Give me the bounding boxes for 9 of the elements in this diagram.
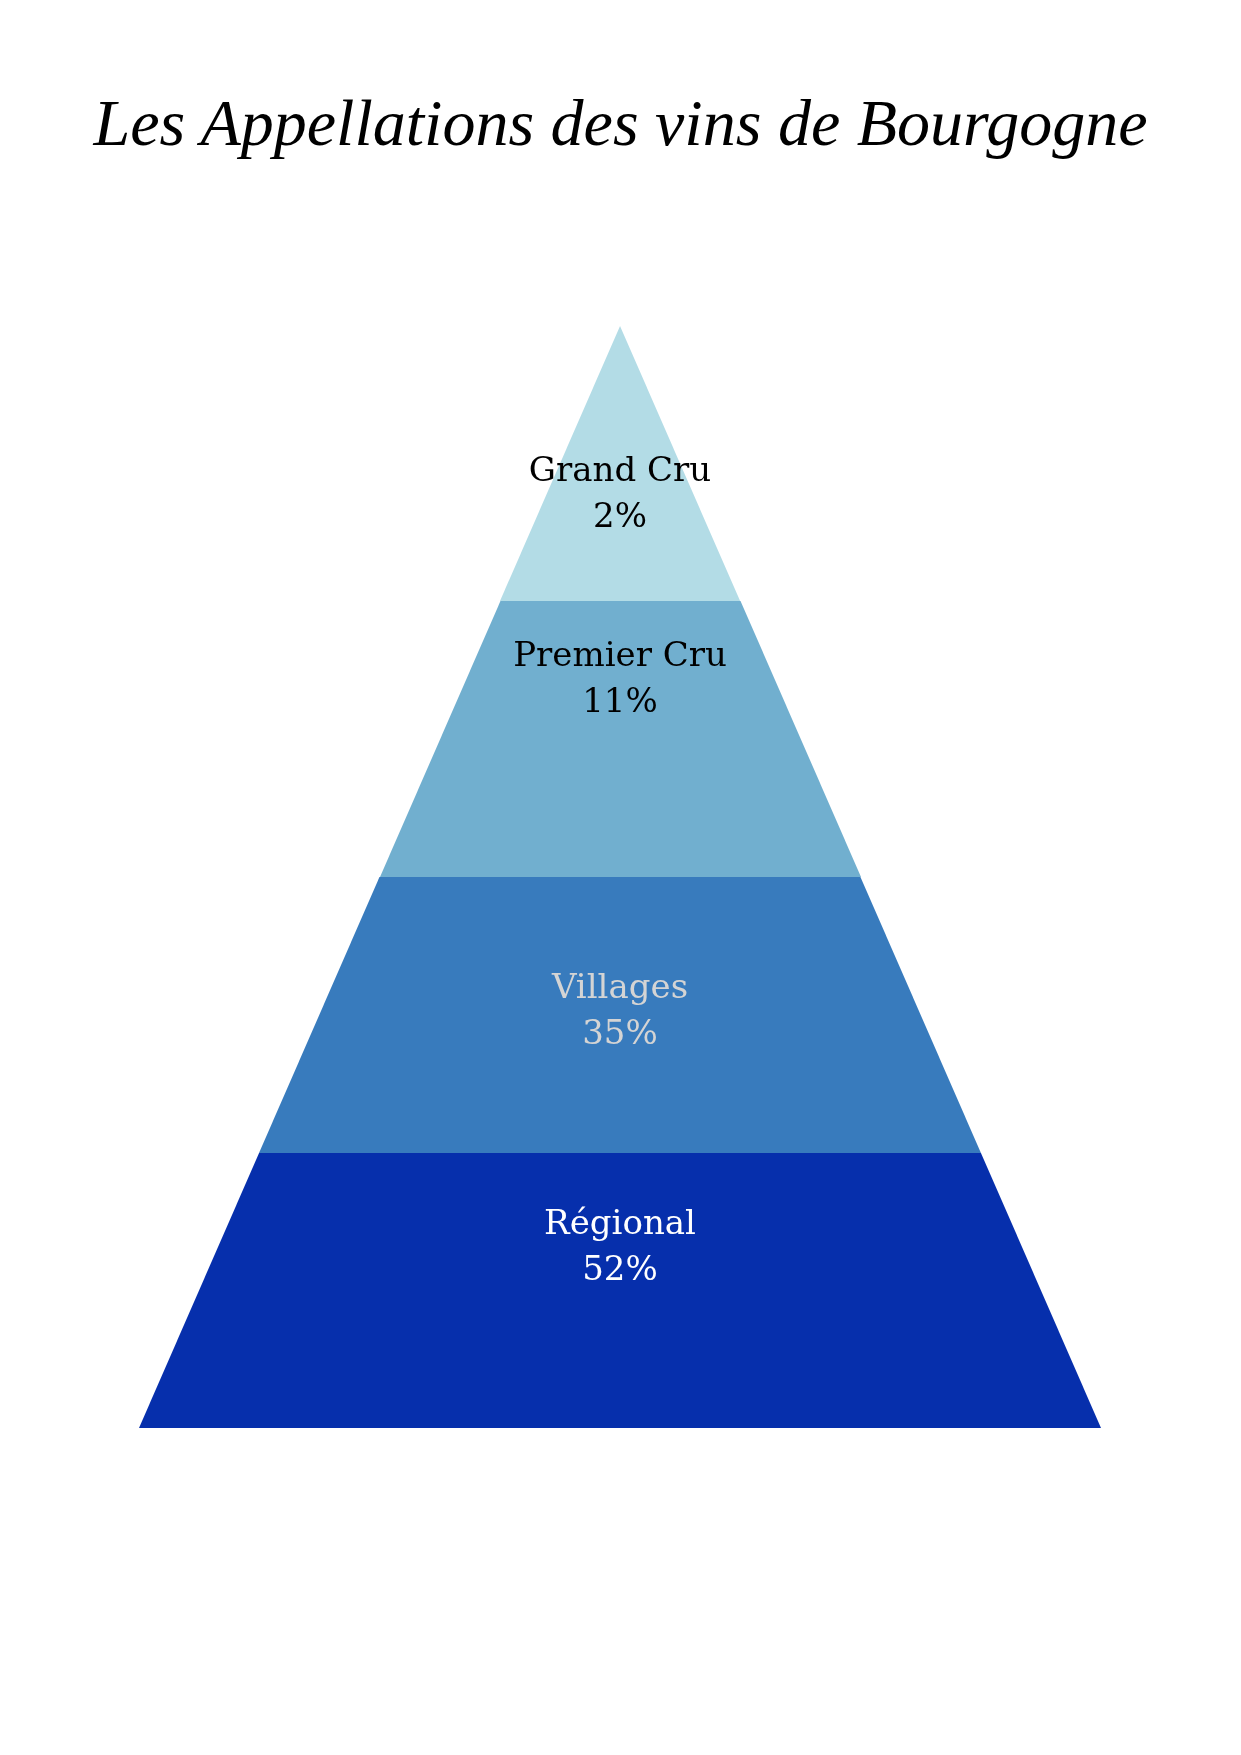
tier-label: Villages [551,965,689,1008]
tier-label: Régional [544,1201,696,1244]
percentage-label: 11% [582,679,658,722]
percentage-label: 52% [582,1247,658,1290]
title: Les Appellations des vins de Bourgogne [91,85,1149,161]
tier-label: Premier Cru [513,633,727,676]
tier-label: Grand Cru [528,448,712,491]
percentage-label: 35% [582,1011,658,1054]
percentage-label: 2% [593,494,647,537]
